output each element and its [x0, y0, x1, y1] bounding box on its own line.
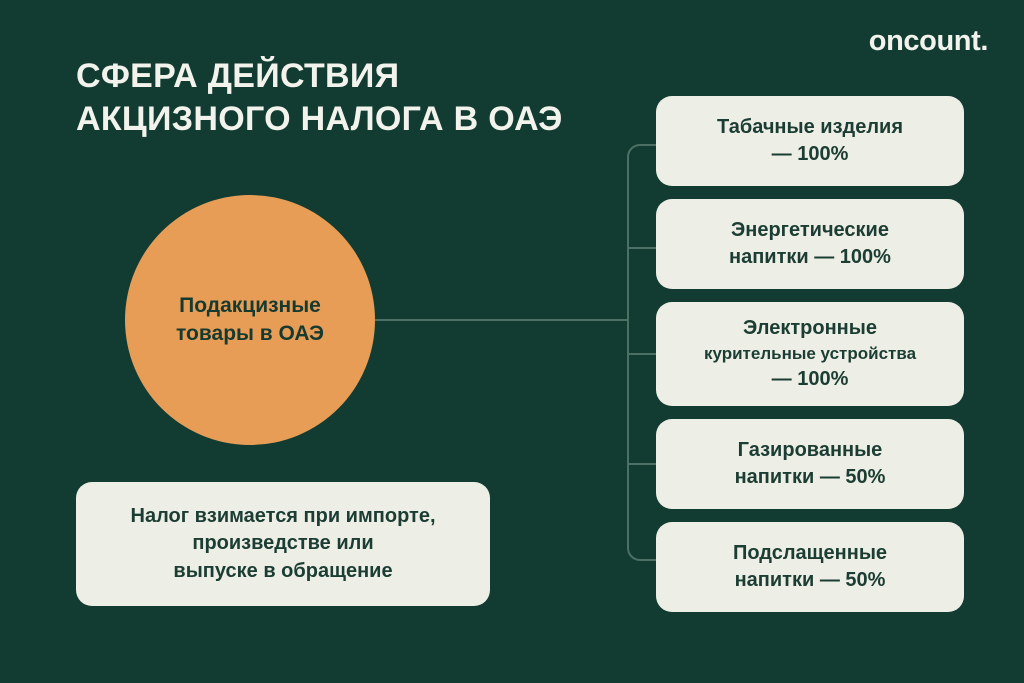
page-title: СФЕРА ДЕЙСТВИЯ АКЦИЗНОГО НАЛОГА В ОАЭ — [76, 57, 563, 139]
item-box-label: Газированные напитки — 50% — [734, 438, 886, 488]
item-box-label: Подслащенные напитки — 50% — [732, 541, 888, 591]
item-box-label-line-1: Электронные — [743, 317, 877, 340]
item-box-label-line-3: — 100% — [771, 367, 849, 390]
item-box-tobacco: Табачные изделия — 100% — [656, 96, 964, 186]
root-node: Подакцизные товары в ОАЭ — [125, 195, 375, 445]
note-box: Налог взимается при импорте, произведств… — [76, 482, 490, 606]
item-box-electronic-smoking-devices: Электронные курительные устройства — 100% — [656, 302, 964, 406]
item-box-label-line-2: курительные устройства — [703, 344, 917, 364]
item-box-sweetened-drinks: Подслащенные напитки — 50% — [656, 522, 964, 612]
item-box-label: Табачные изделия — 100% — [717, 115, 903, 165]
brand-logo: oncount. — [868, 25, 989, 57]
item-box-label: Электронные курительные устройства — 100% — [692, 315, 928, 392]
note-box-label: Налог взимается при импорте, произведств… — [130, 504, 436, 582]
root-node-label: Подакцизные товары в ОАЭ — [176, 294, 324, 345]
item-box-label: Энергетические напитки — 100% — [729, 218, 891, 268]
item-box-energy-drinks: Энергетические напитки — 100% — [656, 199, 964, 289]
item-box-carbonated-drinks: Газированные напитки — 50% — [656, 419, 964, 509]
